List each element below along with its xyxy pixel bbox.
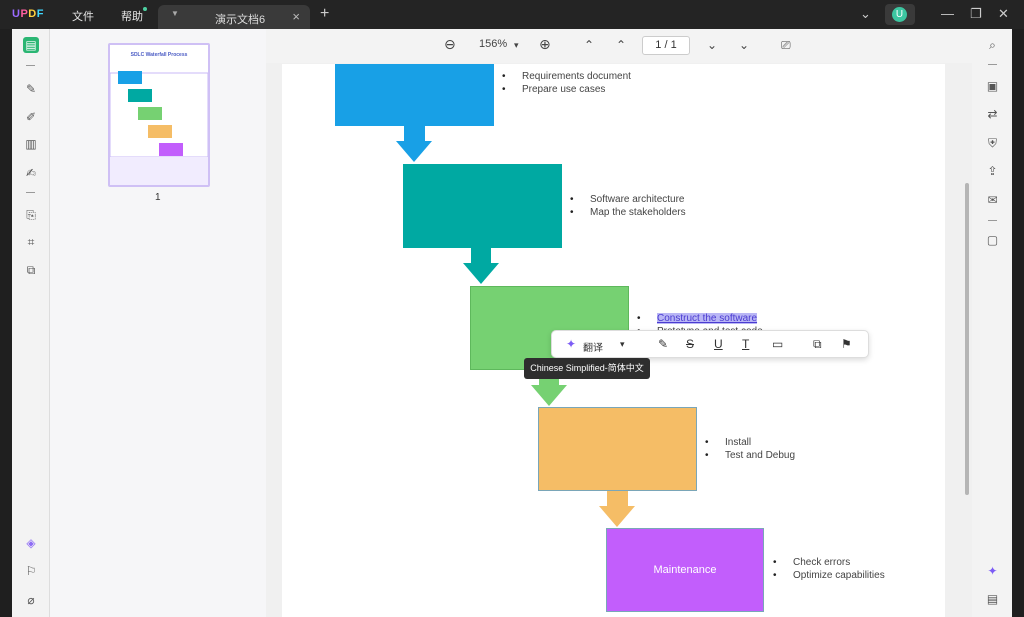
edit-pdf-icon[interactable]: ✐ [25, 110, 37, 124]
title-bar: UPDF 文件 帮助 ▼ 演示文档6 × + ⌄ U — ❐ ✕ [0, 0, 1024, 29]
notification-dot [143, 7, 147, 11]
minimize-button[interactable]: — [941, 6, 954, 21]
page-thumbnail[interactable]: SDLC Waterfall Process [108, 43, 210, 187]
close-window-button[interactable]: ✕ [998, 6, 1009, 21]
bullet-item[interactable]: Map the stakeholders [570, 206, 686, 219]
document-area: ⊖ 156% ▾ ⊕ ⌃ ⌃ 1 / 1 ⌄ ⌄ ⎚ Maintenance R… [266, 29, 972, 617]
thumbnail-page-number: 1 [155, 192, 161, 203]
divider [988, 64, 997, 65]
zoom-in-icon[interactable]: ⊕ [539, 36, 551, 52]
ocr-icon[interactable]: ▣ [986, 79, 999, 93]
arrow-2 [463, 247, 499, 284]
ai-assistant-icon[interactable]: ✦ [987, 564, 998, 578]
vertical-scrollbar[interactable] [965, 183, 969, 495]
tab-title: 演示文档6 [215, 14, 266, 26]
next-page-icon[interactable]: ⌄ [707, 38, 718, 52]
step-1-box[interactable] [335, 64, 494, 126]
arrow-4 [599, 490, 635, 527]
restore-button[interactable]: ❐ [970, 6, 982, 21]
protect-icon[interactable]: ⛨ [987, 136, 997, 150]
comment-highlight-icon[interactable]: ✎ [25, 82, 37, 96]
divider [26, 65, 35, 66]
thumbnail-preview [110, 45, 208, 185]
step-5-label: Maintenance [653, 564, 717, 576]
last-page-icon[interactable]: ⌄ [739, 38, 750, 52]
zoom-dropdown-icon[interactable]: ▾ [514, 40, 519, 50]
add-bookmark-icon[interactable]: ⚑ [841, 337, 852, 351]
step-4-box[interactable] [538, 407, 697, 491]
search-icon[interactable]: ⌕ [989, 38, 996, 52]
bullet-item[interactable]: Install [705, 436, 795, 449]
step-2-notes: Software architecture Map the stakeholde… [570, 193, 686, 219]
prev-page-icon[interactable]: ⌃ [616, 38, 627, 52]
view-toolbar: ⊖ 156% ▾ ⊕ ⌃ ⌃ 1 / 1 ⌄ ⌄ ⎚ [266, 29, 972, 63]
ai-translate-icon[interactable]: ✦ [566, 337, 577, 351]
bookmark-icon[interactable]: ⚐ [25, 564, 37, 578]
bullet-item[interactable]: Construct the software [637, 312, 763, 325]
bullet-item[interactable]: Optimize capabilities [773, 569, 885, 582]
app-logo[interactable]: UPDF [12, 8, 44, 20]
comment-icon[interactable]: ▭ [772, 337, 784, 351]
translate-dropdown-icon[interactable]: ▾ [620, 339, 625, 349]
zoom-level[interactable]: 156% [479, 38, 508, 50]
text-color-icon[interactable]: T [742, 337, 750, 351]
left-toolbar: ▤ ✎ ✐ ▥ ✍ ⎘ ⌗ ⧉ ◈ ⚐ ⌀ [12, 29, 49, 617]
selection-toolbar: ✦ 翻译 ▾ ✎ S U T ▭ ⧉ ⚑ [551, 330, 869, 358]
page-current: 1 [655, 39, 662, 51]
reader-mode-icon[interactable]: ▤ [23, 37, 39, 53]
convert-icon[interactable]: ⇄ [987, 107, 998, 121]
layers-icon[interactable]: ◈ [26, 536, 36, 550]
chat-icon[interactable]: ▤ [986, 592, 999, 606]
page-view-icon[interactable]: ▥ [25, 137, 37, 151]
organize-pages-icon[interactable]: ⎘ [26, 208, 36, 222]
menu-help[interactable]: 帮助 [121, 11, 143, 23]
right-toolbar: ⌕ ▣ ⇄ ⛨ ⇪ ✉ ▢ ✦ ▤ [972, 29, 1012, 617]
presentation-icon[interactable]: ⎚ [781, 38, 791, 52]
avatar[interactable]: U [885, 4, 915, 25]
form-edit-icon[interactable]: ✍ [25, 166, 37, 180]
attachment-icon[interactable]: ⌀ [27, 593, 35, 607]
bullet-item[interactable]: Check errors [773, 556, 885, 569]
zoom-out-icon[interactable]: ⊖ [444, 36, 456, 52]
translate-button[interactable]: 翻译 [583, 343, 603, 354]
avatar-letter: U [892, 7, 907, 22]
divider [988, 220, 997, 221]
mail-icon[interactable]: ✉ [987, 193, 998, 207]
step-1-notes: Requirements document Prepare use cases [502, 70, 631, 96]
bullet-item[interactable]: Requirements document [502, 70, 631, 83]
page-total: 1 [670, 39, 677, 51]
new-tab-button[interactable]: + [320, 5, 330, 22]
arrow-1 [396, 125, 432, 162]
crop-icon[interactable]: ⌗ [27, 235, 35, 249]
translate-tooltip: Chinese Simplified-简体中文 [524, 358, 650, 379]
step-2-box[interactable] [403, 164, 562, 248]
bullet-item[interactable]: Software architecture [570, 193, 686, 206]
tools-icon[interactable]: ⧉ [26, 263, 36, 277]
save-icon[interactable]: ▢ [986, 233, 999, 247]
menu-file[interactable]: 文件 [72, 11, 94, 23]
step-5-notes: Check errors Optimize capabilities [773, 556, 885, 582]
copy-icon[interactable]: ⧉ [813, 337, 822, 351]
thumbnail-title: SDLC Waterfall Process [130, 52, 188, 58]
page-separator: / [664, 39, 668, 51]
first-page-icon[interactable]: ⌃ [584, 38, 595, 52]
tab-document[interactable]: ▼ 演示文档6 × [158, 5, 310, 29]
highlight-icon[interactable]: ✎ [658, 337, 669, 351]
strikethrough-icon[interactable]: S [686, 337, 695, 351]
thumbnail-panel: SDLC Waterfall Process 1 [49, 29, 266, 617]
tab-dropdown-icon[interactable]: ▼ [171, 9, 179, 18]
step-4-notes: Install Test and Debug [705, 436, 795, 462]
selected-text[interactable]: Construct the software [657, 313, 758, 324]
divider [26, 192, 35, 193]
underline-icon[interactable]: U [714, 337, 723, 351]
window-edge [1012, 29, 1024, 617]
share-icon[interactable]: ⇪ [987, 164, 998, 178]
tab-close-icon[interactable]: × [292, 9, 300, 24]
chevron-down-icon[interactable]: ⌄ [860, 6, 871, 21]
step-5-box[interactable]: Maintenance [606, 528, 764, 612]
bullet-item[interactable]: Prepare use cases [502, 83, 631, 96]
page-input[interactable]: 1 / 1 [642, 36, 690, 55]
bullet-item[interactable]: Test and Debug [705, 449, 795, 462]
